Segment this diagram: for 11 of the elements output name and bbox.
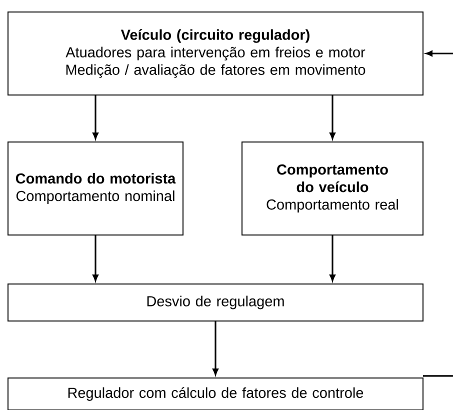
process-box: Regulador com cálculo de fatores de controle [8, 377, 424, 410]
arrow [330, 96, 336, 140]
arrow [330, 236, 336, 282]
arrow [426, 50, 453, 56]
arrow [92, 236, 98, 282]
process-box: Comando do motorista Comportamento nominal [8, 142, 184, 236]
arrow [212, 322, 218, 376]
process-box: Comportamento do veículo Comportamento real [242, 142, 424, 236]
process-box: Desvio de regulagem [8, 283, 424, 322]
process-box: Veículo (circuito regulador) Atuadores para intervenção em freios e motor Medição / avaliação de fatores em movimento [8, 12, 424, 96]
arrow [92, 96, 98, 140]
